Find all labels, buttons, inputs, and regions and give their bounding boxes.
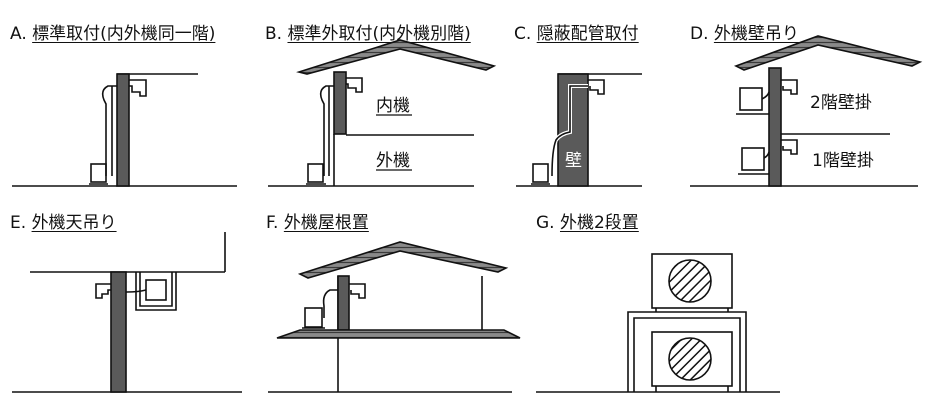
panel-e-title-text: 外機天吊り (31, 213, 117, 233)
panel-b-pipe (319, 85, 334, 176)
panel-e-outdoor-unit (125, 279, 167, 301)
panel-c-prefix: C. (514, 24, 532, 44)
panel-d-indoor-unit-2 (781, 79, 798, 95)
panel-f-title: F. 外機屋根置 (266, 208, 369, 233)
panel-d-outdoor-unit-2 (736, 87, 770, 115)
panel-g-lower-fan-icon (668, 337, 712, 381)
panel-d-outdoor-unit-1 (738, 147, 770, 175)
panel-e-prefix: E. (10, 213, 27, 233)
panel-d-prefix: D. (690, 24, 709, 44)
panel-a-title-text: 標準取付(内外機同一階) (32, 24, 216, 44)
panel-e-indoor-unit (95, 283, 111, 299)
panel-c-title: C. 隠蔽配管取付 (514, 19, 639, 44)
panel-a-wall (116, 73, 130, 187)
panel-b-title-text: 標準外取付(内外機別階) (287, 24, 471, 44)
panel-d-indoor-unit-1 (781, 139, 798, 155)
panel-a-outdoor-unit (89, 163, 108, 185)
panel-f-title-text: 外機屋根置 (283, 213, 369, 233)
panel-a-diagram (12, 73, 237, 187)
panel-b-indoor-unit (346, 77, 363, 93)
panel-b-outdoor-label: 外機 (376, 151, 410, 171)
panel-b-title: B. 標準外取付(内外機別階) (265, 19, 471, 44)
panel-f-prefix: F. (266, 213, 279, 233)
panel-e-wall (110, 271, 127, 393)
panel-f-roof (297, 241, 509, 279)
panel-e-title: E. 外機天吊り (10, 208, 117, 233)
panel-c-indoor-unit (588, 79, 605, 95)
panel-f-diagram (268, 241, 521, 393)
panel-c-concealed-pipe (551, 85, 588, 177)
panel-g-upper-fan-icon (668, 259, 712, 303)
panel-g-upper-outdoor-unit (651, 253, 733, 312)
panel-f-lower-roof (276, 329, 521, 339)
panel-g-title-text: 外機2段置 (559, 213, 639, 233)
panel-a-title: A. 標準取付(内外機同一階) (10, 19, 215, 44)
panel-g-lower-outdoor-unit (651, 331, 733, 392)
panel-c-title-text: 隠蔽配管取付 (536, 24, 639, 44)
panel-c-diagram (516, 73, 642, 187)
panel-g-diagram (536, 253, 780, 393)
panel-e-diagram (12, 232, 242, 393)
panel-f-wall (337, 275, 350, 331)
panel-b-prefix: B. (265, 24, 283, 44)
panel-g-title: G. 外機2段置 (536, 208, 639, 233)
panel-d-floor1-label: 1階壁掛 (812, 151, 874, 171)
panel-b-roof (296, 39, 497, 75)
panel-d-title: D. 外機壁吊り (690, 19, 799, 44)
panel-c-wall-label: 壁 (565, 151, 582, 171)
panel-g-stand (627, 311, 747, 392)
panel-c-outdoor-unit (531, 163, 550, 185)
panel-d-floor2-label: 2階壁掛 (810, 93, 872, 113)
panel-c-wall (557, 73, 589, 187)
panel-a-pipe (101, 85, 117, 176)
panel-b-indoor-label: 内機 (376, 96, 410, 116)
panel-d-wall (768, 67, 782, 187)
panel-b-wall-upper (333, 71, 347, 135)
panel-b-diagram (268, 39, 497, 187)
panel-f-indoor-unit (349, 283, 366, 299)
panel-d-roof (733, 35, 923, 71)
panel-f-pipe (322, 289, 338, 318)
panel-d-diagram (690, 35, 923, 187)
panel-a-prefix: A. (10, 24, 27, 44)
panel-a-indoor-unit (129, 79, 147, 97)
panel-b-outdoor-unit (306, 163, 326, 185)
panel-f-outdoor-unit (302, 307, 325, 329)
panel-d-title-text: 外機壁吊り (713, 24, 799, 44)
panel-g-prefix: G. (536, 213, 555, 233)
